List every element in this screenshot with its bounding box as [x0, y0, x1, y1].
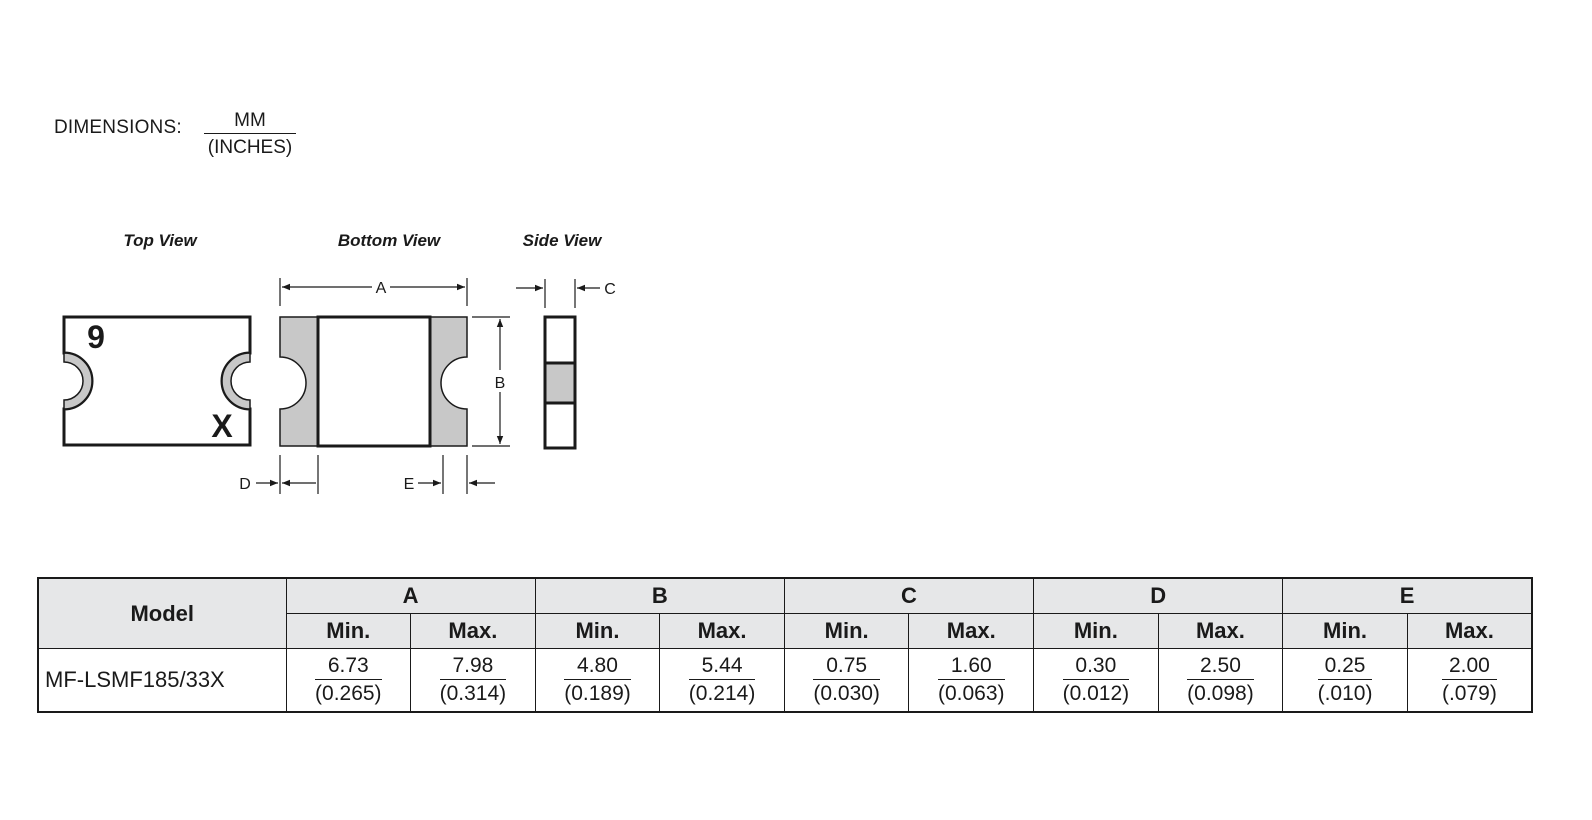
b-max-cell: 5.44(0.214) [659, 648, 785, 713]
top-view-right-notch-plating [221, 352, 251, 410]
min-header: Min. [783, 613, 910, 649]
value-mm: 1.60 [937, 654, 1005, 680]
side-view-top-layer [543, 315, 577, 365]
value-inches: (0.012) [1062, 682, 1130, 705]
value-mm: 0.75 [813, 654, 880, 680]
dimension-c-label: C [604, 281, 616, 298]
dimension-d-label: D [239, 476, 251, 493]
max-header: Max. [1406, 613, 1533, 649]
e-min-cell: 0.25(.010) [1282, 648, 1408, 713]
dimensions-legend: DIMENSIONS: MM (INCHES) [54, 110, 314, 160]
group-header-d: D [1033, 577, 1284, 614]
value-inches: (0.214) [688, 682, 756, 705]
bottom-view-left-terminal [279, 316, 319, 447]
d-max-cell: 2.50(0.098) [1157, 648, 1284, 713]
top-view: 9 X [62, 315, 252, 447]
side-view-middle-layer [543, 361, 577, 405]
top-view-left-notch-plating [63, 352, 93, 410]
lot-code-marking: X [211, 408, 233, 444]
max-header: Max. [908, 613, 1035, 649]
table-row: MF-LSMF185/33X 6.73(0.265) 7.98(0.314) 4… [37, 648, 1533, 713]
group-header-b: B [534, 577, 785, 614]
model-cell: MF-LSMF185/33X [37, 648, 287, 713]
unit-mm: MM [204, 110, 296, 134]
unit-inches: (INCHES) [207, 137, 293, 158]
max-header: Max. [1157, 613, 1284, 649]
value-inches: (0.063) [937, 682, 1005, 705]
bottom-view: A B D E [239, 278, 510, 494]
value-inches: (.010) [1317, 682, 1373, 705]
c-min-cell: 0.75(0.030) [783, 648, 910, 713]
a-max-cell: 7.98(0.314) [410, 648, 536, 713]
min-header: Min. [534, 613, 661, 649]
max-header: Max. [659, 613, 785, 649]
dimensions-unit-fraction: MM (INCHES) [204, 110, 296, 159]
value-mm: 0.30 [1062, 654, 1130, 680]
a-min-cell: 6.73(0.265) [285, 648, 412, 713]
bottom-view-title: Bottom View [338, 231, 442, 250]
b-min-cell: 4.80(0.189) [534, 648, 661, 713]
value-inches: (0.189) [564, 682, 631, 705]
value-inches: (0.098) [1187, 682, 1254, 705]
min-header: Min. [285, 613, 412, 649]
rating-code-marking: 9 [87, 319, 105, 355]
value-mm: 6.73 [315, 654, 382, 680]
value-mm: 4.80 [564, 654, 631, 680]
value-inches: (0.030) [813, 682, 880, 705]
d-min-cell: 0.30(0.012) [1033, 648, 1159, 713]
side-view: C [516, 279, 616, 450]
value-mm: 0.25 [1317, 654, 1373, 680]
min-header: Min. [1033, 613, 1159, 649]
min-header: Min. [1282, 613, 1408, 649]
model-header: Model [37, 577, 287, 649]
value-inches: (.079) [1441, 682, 1497, 705]
bottom-view-center-body [316, 315, 432, 448]
dimension-a-label: A [376, 280, 387, 297]
package-drawing: Top View Bottom View Side View 9 X A B D [62, 231, 616, 494]
value-mm: 5.44 [688, 654, 756, 680]
top-view-title: Top View [123, 231, 198, 250]
c-max-cell: 1.60(0.063) [908, 648, 1035, 713]
side-view-bottom-layer [543, 401, 577, 450]
dimension-e-label: E [404, 476, 415, 493]
value-mm: 2.50 [1187, 654, 1254, 680]
group-header-a: A [285, 577, 536, 614]
group-header-e: E [1282, 577, 1533, 614]
dimension-table: Model A B C D E Min. Max. Min. Max. Min.… [37, 577, 1533, 713]
dimensions-label: DIMENSIONS: [54, 117, 182, 138]
value-inches: (0.314) [439, 682, 507, 705]
max-header: Max. [410, 613, 536, 649]
value-mm: 7.98 [439, 654, 507, 680]
bottom-view-right-terminal [429, 316, 468, 447]
group-header-c: C [783, 577, 1035, 614]
value-mm: 2.00 [1441, 654, 1497, 680]
side-view-title: Side View [523, 231, 604, 250]
e-max-cell: 2.00(.079) [1406, 648, 1533, 713]
value-inches: (0.265) [315, 682, 382, 705]
dimension-b-label: B [495, 375, 506, 392]
